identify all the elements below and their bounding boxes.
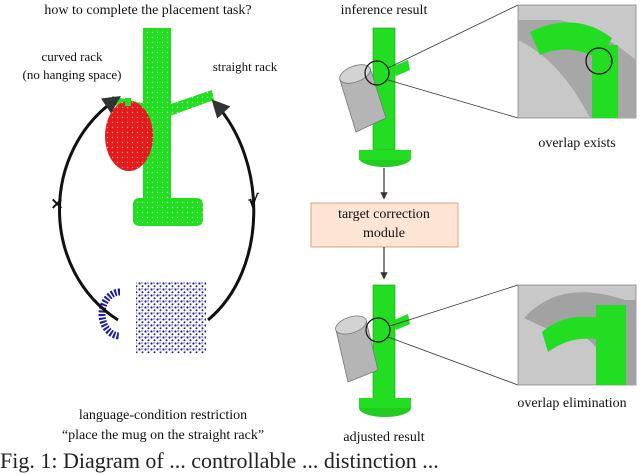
mug-pointcloud bbox=[98, 282, 206, 354]
straight-rack-label: straight rack bbox=[212, 59, 278, 74]
restriction-title: language-condition restriction bbox=[78, 408, 248, 423]
inference-mug bbox=[339, 64, 387, 133]
overlap-exists-label: overlap exists bbox=[538, 136, 616, 151]
overlap-highlight-circle bbox=[364, 60, 390, 86]
wrong-choice-arrow bbox=[58, 95, 121, 322]
right-choice-arrow bbox=[207, 99, 256, 322]
figure-caption: Fig. 1: Diagram of ... controllable ... … bbox=[0, 448, 439, 473]
adjusted-label: adjusted result bbox=[343, 430, 425, 445]
module-label-line2: module bbox=[363, 226, 405, 241]
overlap-zoom-inset bbox=[517, 4, 637, 119]
elimination-highlight-circle bbox=[365, 317, 391, 343]
restriction-text: “place the mug on the straight rack” bbox=[61, 428, 265, 443]
curved-rack-apple-pointcloud bbox=[105, 98, 153, 171]
question-label: how to complete the placement task? bbox=[44, 3, 252, 18]
curved-rack-sublabel: (no hanging space) bbox=[22, 67, 122, 82]
elimination-zoom-inset bbox=[517, 284, 637, 386]
curved-rack-label: curved rack bbox=[41, 49, 103, 64]
module-label-line1: target correction bbox=[338, 207, 430, 222]
adjusted-rack bbox=[359, 284, 411, 417]
target-correction-module bbox=[310, 202, 459, 248]
adjusted-mug bbox=[335, 315, 379, 383]
overlap-elimination-label: overlap elimination bbox=[517, 396, 627, 411]
inference-label: inference result bbox=[340, 3, 428, 18]
